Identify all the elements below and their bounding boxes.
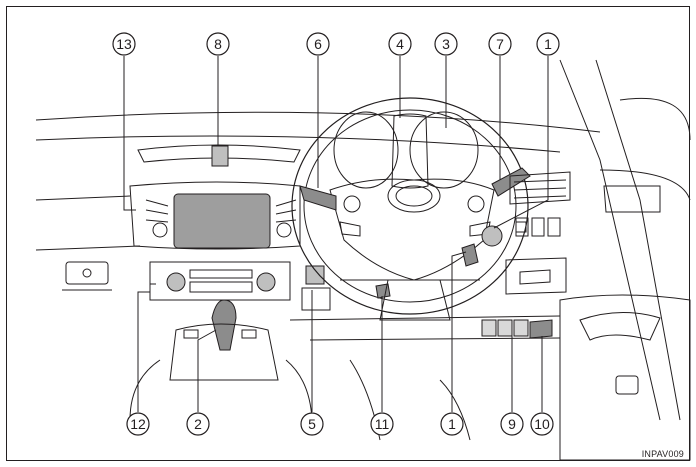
dashboard-line-art [35, 59, 691, 461]
engine-switch [481, 225, 503, 247]
callout-1-top: 1 [536, 32, 560, 56]
callout-13-label: 13 [116, 36, 132, 52]
callout-12: 12 [126, 412, 150, 436]
callout-13: 13 [112, 32, 136, 56]
callout-10: 10 [530, 412, 554, 436]
callout-8-label: 8 [214, 36, 222, 52]
callout-3-label: 3 [442, 36, 450, 52]
shift-lever [211, 299, 237, 351]
callout-9: 9 [500, 412, 524, 436]
leader-1-bottom [451, 251, 467, 412]
callout-3: 3 [434, 32, 458, 56]
callout-11-label: 11 [375, 416, 390, 432]
leader-lines [123, 56, 549, 412]
callout-7: 7 [488, 32, 512, 56]
leader-13 [123, 56, 136, 211]
callout-1-bottom: 1 [440, 412, 464, 436]
leader-1-top [493, 56, 549, 229]
display-screen [173, 193, 271, 249]
callout-1-top-label: 1 [544, 36, 552, 52]
callout-2-label: 2 [194, 416, 202, 432]
callout-6-label: 6 [314, 36, 322, 52]
callout-7-label: 7 [496, 36, 504, 52]
hazard-switch [211, 145, 229, 167]
callout-5: 5 [300, 412, 324, 436]
leader-2 [197, 329, 217, 412]
callout-6: 6 [306, 32, 330, 56]
callout-9-label: 9 [508, 416, 516, 432]
callout-10-label: 10 [534, 416, 550, 432]
figure-code: INPAV009 [641, 449, 684, 459]
callout-4-label: 4 [396, 36, 404, 52]
callout-8: 8 [206, 32, 230, 56]
callout-4: 4 [388, 32, 412, 56]
callout-11: 11 [370, 412, 394, 436]
callout-1-bottom-label: 1 [448, 416, 456, 432]
callout-12-label: 12 [130, 416, 146, 432]
callout-2: 2 [186, 412, 210, 436]
leader-12 [137, 283, 156, 412]
diagram-frame [6, 6, 690, 461]
callout-5-label: 5 [308, 416, 316, 432]
